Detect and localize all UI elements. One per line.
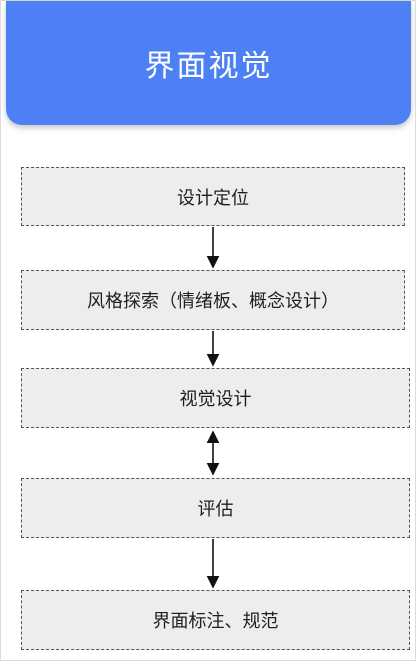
- step-label: 界面标注、规范: [152, 611, 279, 632]
- step-label: 视觉设计: [179, 389, 252, 410]
- step-annotation-spec: 界面标注、规范: [21, 590, 410, 650]
- step-label: 评估: [197, 499, 234, 520]
- step-evaluation: 评估: [21, 478, 410, 538]
- step-visual-design: 视觉设计: [21, 368, 410, 428]
- diagram-title: 界面视觉: [144, 49, 273, 84]
- step-label: 风格探索（情绪板、概念设计）: [87, 291, 339, 312]
- step-label: 设计定位: [177, 187, 249, 209]
- header-banner: 界面视觉: [6, 1, 411, 125]
- step-style-exploration: 风格探索（情绪板、概念设计）: [21, 270, 405, 330]
- step-design-positioning: 设计定位: [21, 167, 405, 226]
